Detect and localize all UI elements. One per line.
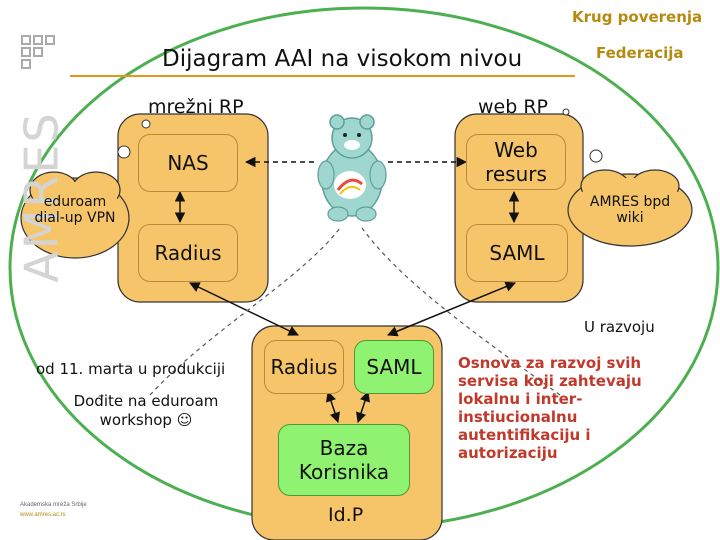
radius-idp-box: Radius [264, 340, 344, 394]
radius-idp-arrow [189, 282, 299, 336]
cloud-left [20, 171, 130, 259]
care-bear-image [317, 114, 387, 222]
saml-rp-box: SAML [466, 224, 568, 282]
trust-circle-label: Krug poverenja [572, 8, 703, 26]
production-note: od 11. marta u produkciji [36, 360, 226, 378]
cloud-right [567, 169, 693, 247]
radius-db-arrow [326, 391, 340, 423]
cloud-tail-dot [141, 119, 151, 129]
rp-web-label: web RP [478, 96, 548, 118]
cloud-right-text: AMRES bpd wiki [589, 194, 671, 227]
web-resource-box: Web resurs [466, 134, 566, 190]
nas-box: NAS [138, 134, 238, 192]
workshop-note: Dođite na eduroam workshop ☺ [73, 392, 219, 429]
saml-db-arrow [356, 391, 370, 423]
cloud-left-text: eduroam dial-up VPN [34, 194, 116, 227]
in-development-note: U razvoju [584, 318, 655, 336]
cloud-tail-dot [117, 145, 131, 159]
footer-url[interactable]: www.amres.ac.rs [20, 512, 66, 518]
user-bear-dash-right [361, 227, 561, 396]
cloud-tail-dot [562, 108, 570, 116]
page-title: Dijagram AAI na visokom nivou [162, 46, 523, 72]
saml-idp-arrow [387, 281, 516, 337]
amres-logo-icon [21, 35, 55, 69]
radius-rp-box: Radius [138, 224, 238, 282]
user-bear-dash-left [149, 227, 341, 396]
footer-org: Akademska mreža Srbije [20, 502, 87, 508]
rp-network-label: mrežni RP [148, 96, 244, 118]
cloud-tail-dot [589, 149, 603, 163]
idp-label: Id.P [328, 504, 364, 526]
user-db-box: Baza Korisnika [278, 424, 410, 496]
foundation-description: Osnova za razvoj svih servisa koji zahte… [458, 354, 642, 462]
saml-idp-box: SAML [354, 340, 434, 394]
federation-label: Federacija [596, 44, 684, 62]
